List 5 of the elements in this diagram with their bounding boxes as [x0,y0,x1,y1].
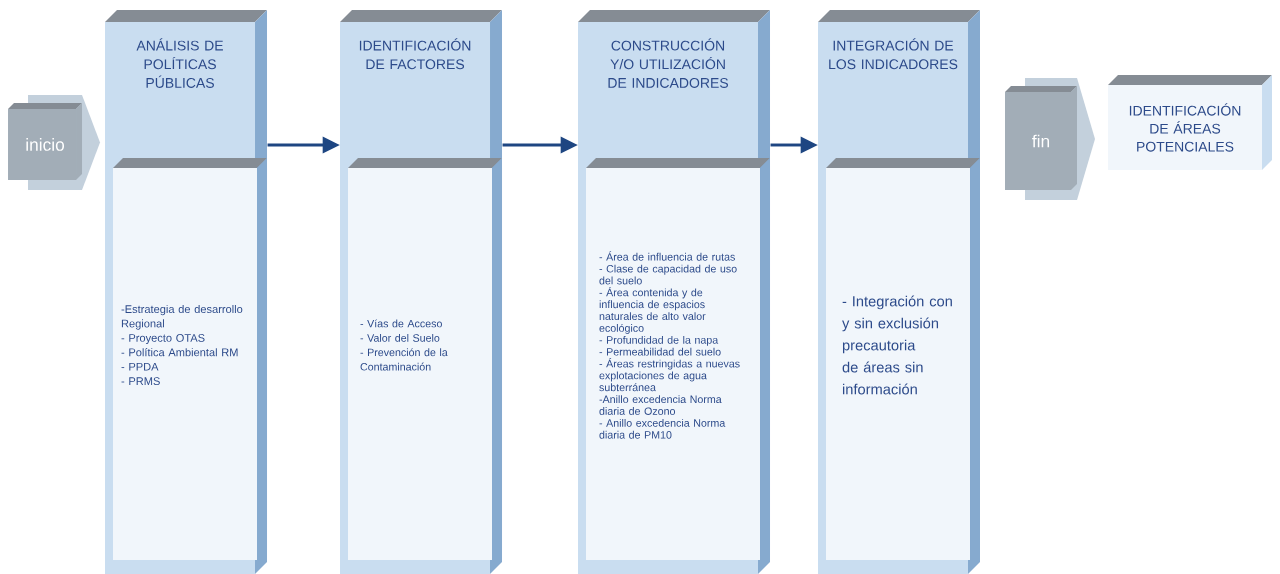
result-box: IDENTIFICACIÓN DE ÁREAS POTENCIALES [1108,75,1272,170]
list-box: - Área de influencia de rutas - Clase de capacidad de uso del suelo - Área contenida y de influencia de espacios naturales de alto valor ecológico - Profundidad de la napa - Permeabilidad del suelo - Áreas restringidas a nuevas explotaciones de agua subterránea -Anillo excedencia Norma diaria de Ozono - Anillo excedencia Norma diaria de PM10 [586,158,770,560]
list-box: - Integración con y sin exclusión precautoria de áreas sin información [826,158,980,560]
list-box: -Estrategia de desarrollo Regional - Proyecto OTAS - Política Ambiental RM - PPDA - PRMS [113,158,267,560]
list-box: - Vías de Acceso - Valor del Suelo - Prevención de la Contaminación [348,158,502,560]
